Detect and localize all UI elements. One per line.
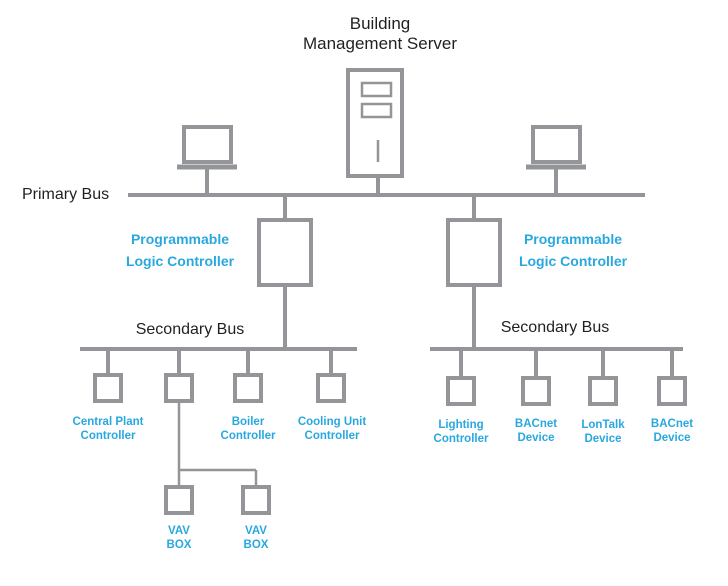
device-cooling-unit-icon xyxy=(316,349,346,403)
server-title: Building Management Server xyxy=(302,14,458,54)
device-lighting-label: Lighting Controller xyxy=(433,419,489,445)
secondary-bus-left-label: Secondary Bus xyxy=(135,321,245,338)
vav-box-1-icon xyxy=(164,485,194,515)
plc-left-icon xyxy=(257,195,313,349)
device-bacnet-2-icon xyxy=(657,349,687,406)
device-cooling-unit-label: Cooling Unit Controller xyxy=(297,416,367,442)
device-lontalk-icon xyxy=(588,349,618,406)
device-bacnet-1-icon xyxy=(521,349,551,406)
vav-box-2-label: VAV BOX xyxy=(243,525,269,551)
device-boiler-label: Boiler Controller xyxy=(220,416,276,442)
laptop-right-icon xyxy=(526,125,586,195)
laptop-left-icon xyxy=(177,125,237,195)
plc-right-label: Programmable Logic Controller xyxy=(518,231,628,269)
primary-bus-label: Primary Bus xyxy=(22,186,110,203)
device-vav-hub-icon xyxy=(164,349,258,487)
plc-right-icon xyxy=(446,195,502,349)
device-central-plant-label: Central Plant Controller xyxy=(72,416,144,442)
device-central-plant-icon xyxy=(93,349,123,403)
device-bacnet-2-label: BACnet Device xyxy=(650,418,694,444)
secondary-bus-right-label: Secondary Bus xyxy=(500,319,610,336)
plc-left-label: Programmable Logic Controller xyxy=(125,231,235,269)
device-boiler-icon xyxy=(233,349,263,403)
device-lighting-icon xyxy=(446,349,476,406)
vav-box-1-label: VAV BOX xyxy=(166,525,192,551)
server-icon xyxy=(346,68,404,195)
vav-box-2-icon xyxy=(241,485,271,515)
device-bacnet-1-label: BACnet Device xyxy=(514,418,558,444)
device-lontalk-label: LonTalk Device xyxy=(581,419,625,445)
